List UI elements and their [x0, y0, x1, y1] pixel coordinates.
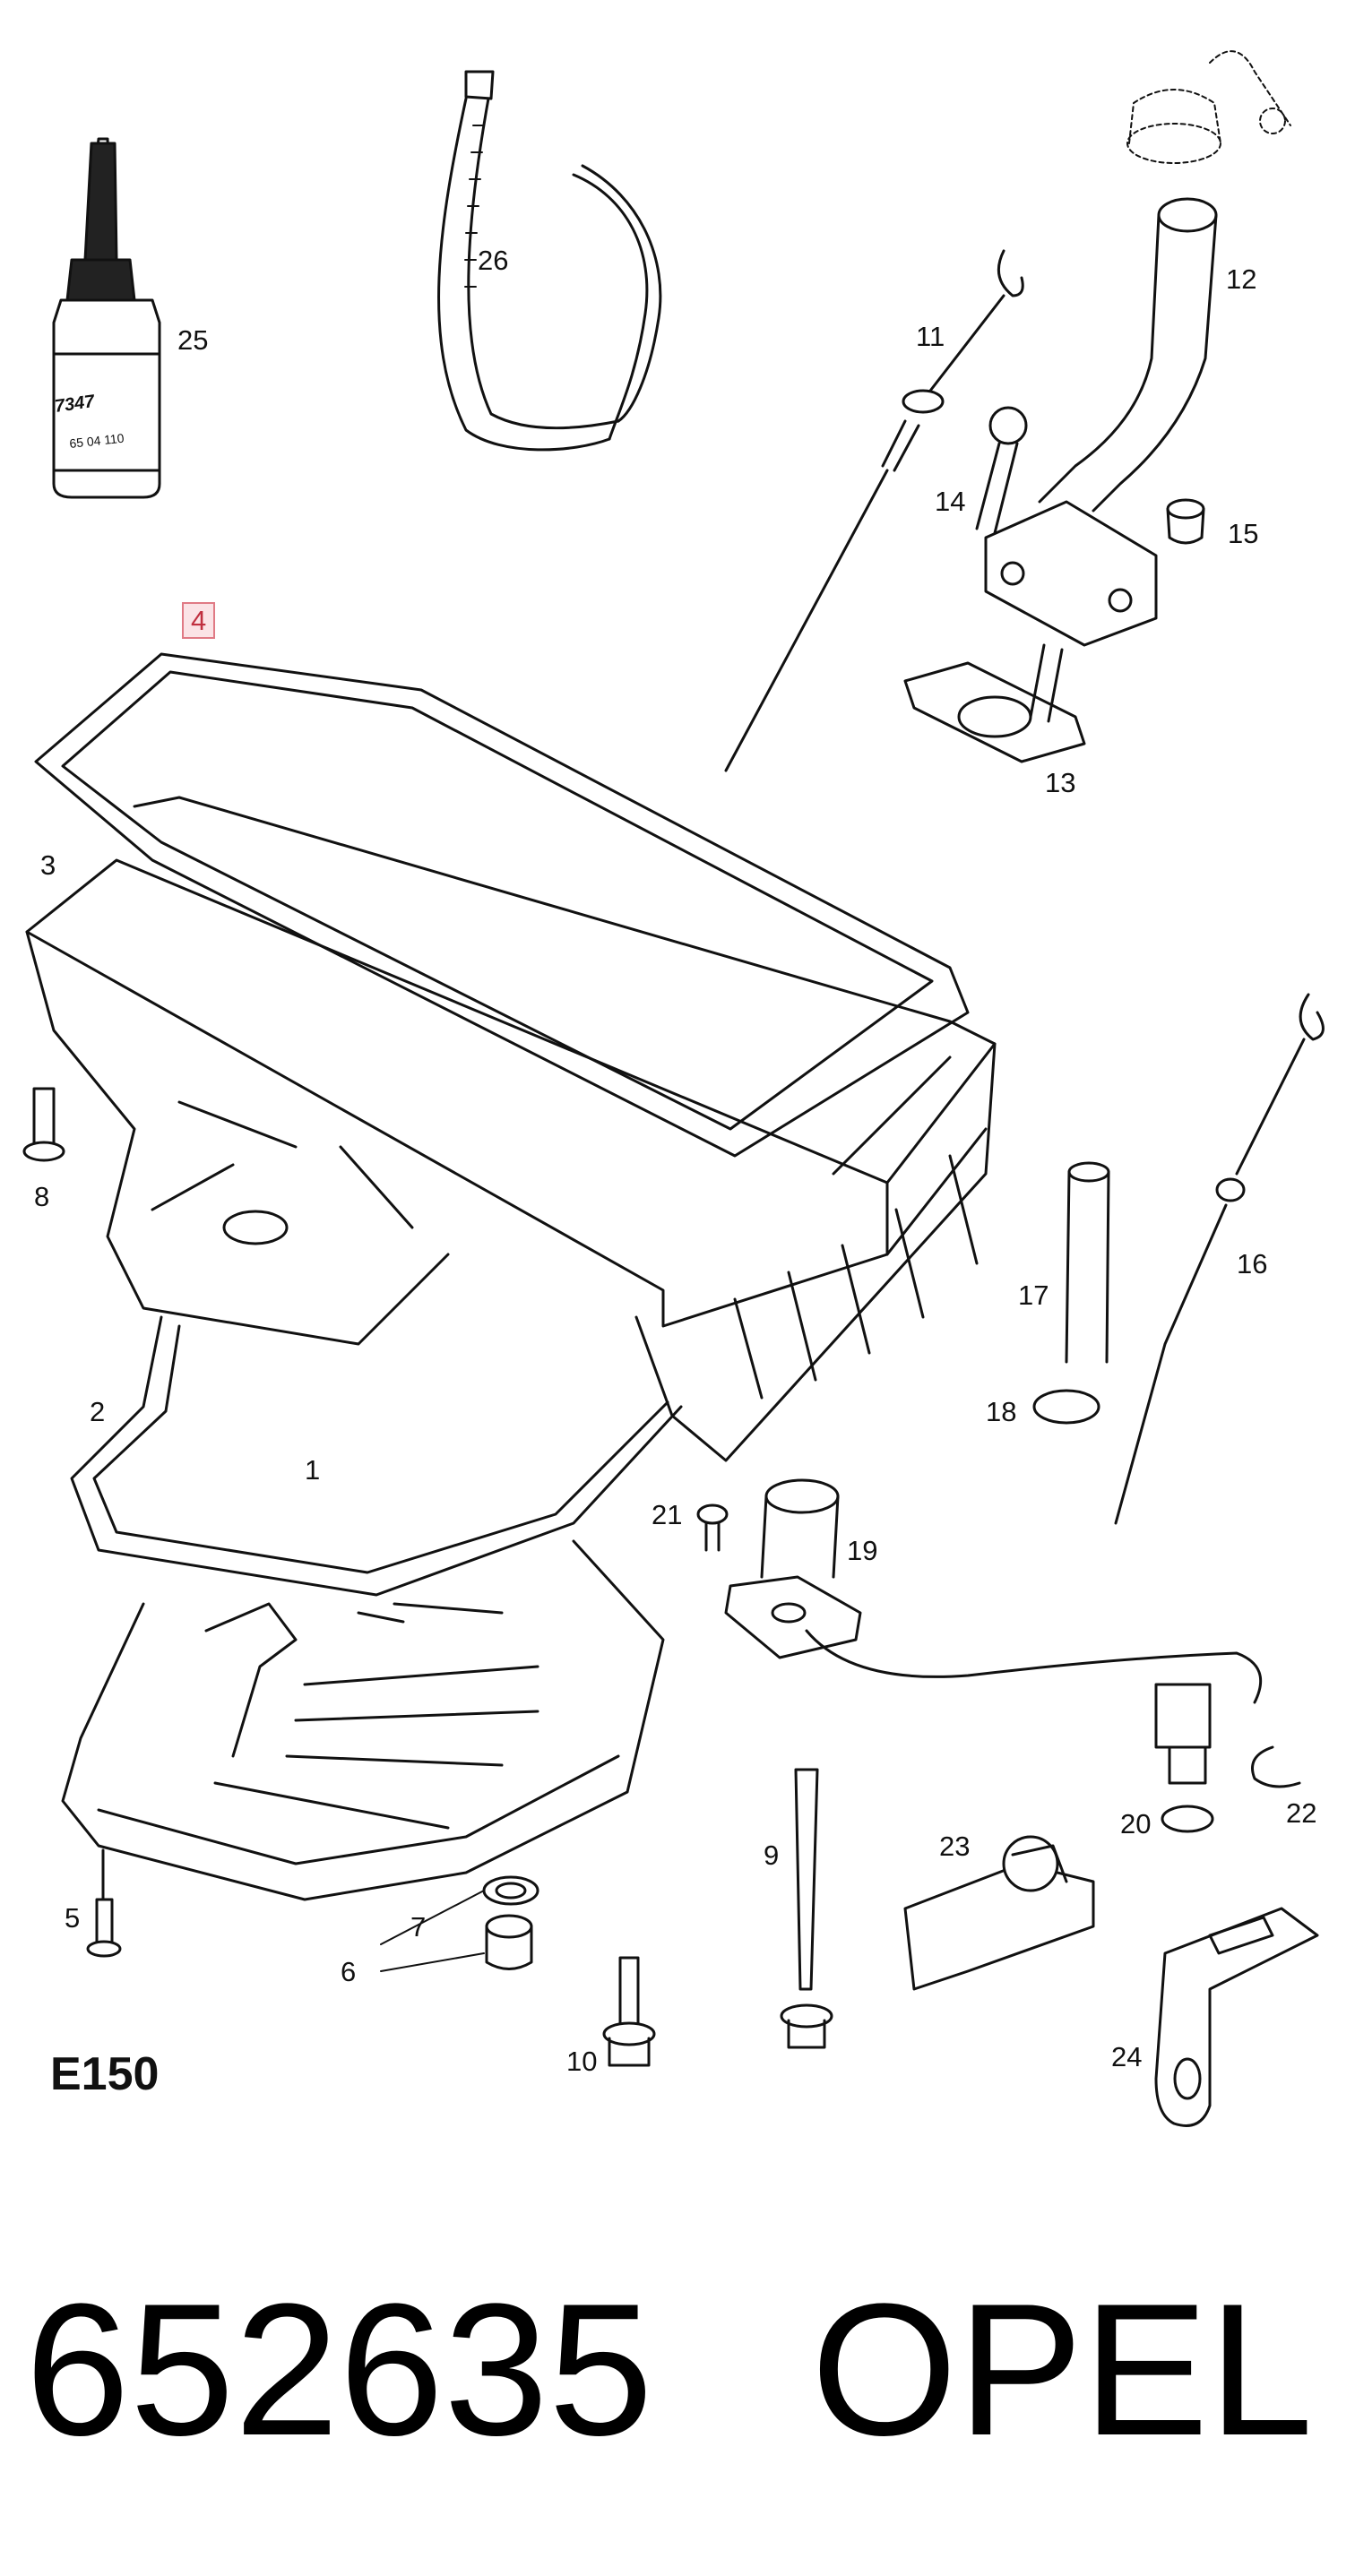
callout-9: 9 — [764, 1839, 780, 1871]
dipstick-16-icon — [1114, 993, 1325, 1525]
callout-19: 19 — [847, 1535, 878, 1566]
callout-10: 10 — [566, 2046, 598, 2077]
callout-2: 2 — [90, 1396, 106, 1427]
callout-12: 12 — [1226, 263, 1257, 295]
callout-24: 24 — [1111, 2041, 1143, 2072]
callout-17: 17 — [1018, 1279, 1049, 1311]
callout-14: 14 — [935, 486, 966, 517]
bolt-8-icon — [22, 1087, 65, 1162]
dipstick-11-icon — [724, 249, 1024, 772]
bolt-10-icon — [602, 1956, 656, 2067]
leader-6-7-icon — [380, 1890, 485, 1972]
callout-3: 3 — [40, 849, 56, 881]
sealant-bottle-icon: 7347 65 04 110 — [52, 137, 161, 499]
bracket-24-icon — [1154, 1907, 1319, 2127]
plug-15-icon — [1166, 498, 1205, 545]
callout-25: 25 — [177, 324, 209, 356]
callout-8: 8 — [34, 1181, 50, 1212]
filler-pipe-icon — [984, 197, 1218, 723]
callout-23: 23 — [939, 1831, 971, 1862]
connector-icon — [1154, 1683, 1212, 1785]
gasket-4-icon — [34, 652, 970, 1158]
cable-tie-icon — [437, 70, 662, 452]
clip-22-icon — [1251, 1745, 1301, 1788]
callout-6: 6 — [341, 1956, 357, 1987]
lower-oil-pan-icon — [61, 1539, 665, 1901]
screw-21-icon — [696, 1503, 729, 1552]
callout-11: 11 — [916, 321, 945, 352]
filler-gasket-icon — [903, 661, 1086, 763]
ring-20-icon — [1161, 1805, 1214, 1833]
callout-5: 5 — [65, 1902, 81, 1934]
callout-13: 13 — [1045, 767, 1076, 798]
bracket-23-icon — [903, 1835, 1095, 1991]
callout-16: 16 — [1237, 1248, 1268, 1279]
bolt-9-icon — [780, 1768, 833, 2049]
washer-7-icon — [482, 1875, 539, 1906]
drain-plug-6-icon — [485, 1914, 533, 1970]
callout-22: 22 — [1286, 1797, 1317, 1829]
bolt-5-icon — [86, 1848, 122, 1958]
tube-17-icon — [1065, 1161, 1110, 1364]
callout-15: 15 — [1228, 518, 1259, 549]
bolt-14-icon — [975, 406, 1028, 535]
callout-18: 18 — [986, 1396, 1017, 1427]
callout-7: 7 — [410, 1911, 427, 1943]
gasket-4-inner-icon — [61, 670, 934, 1131]
upper-oil-pan-icon — [25, 796, 997, 1462]
oil-cap-icon — [1126, 50, 1291, 164]
bottle-text-2: 65 04 110 — [69, 431, 125, 451]
sensor-19-icon — [724, 1478, 1263, 1704]
callout-21: 21 — [652, 1499, 683, 1530]
gasket-2-inner-icon — [92, 1324, 669, 1574]
diagram-code: E150 — [50, 2048, 160, 2100]
callout-20: 20 — [1120, 1808, 1152, 1839]
part-number: 652635 — [25, 2264, 653, 2475]
callout-1: 1 — [305, 1454, 321, 1486]
gasket-2-icon — [70, 1315, 683, 1597]
gasket-hole-icon — [957, 695, 1032, 738]
oring-18-icon — [1032, 1389, 1100, 1425]
brand-name: OPEL — [811, 2264, 1314, 2475]
callout-26: 26 — [478, 245, 509, 276]
washer-7-hole-icon — [495, 1882, 527, 1900]
callout-4-highlighted: 4 — [182, 602, 216, 639]
